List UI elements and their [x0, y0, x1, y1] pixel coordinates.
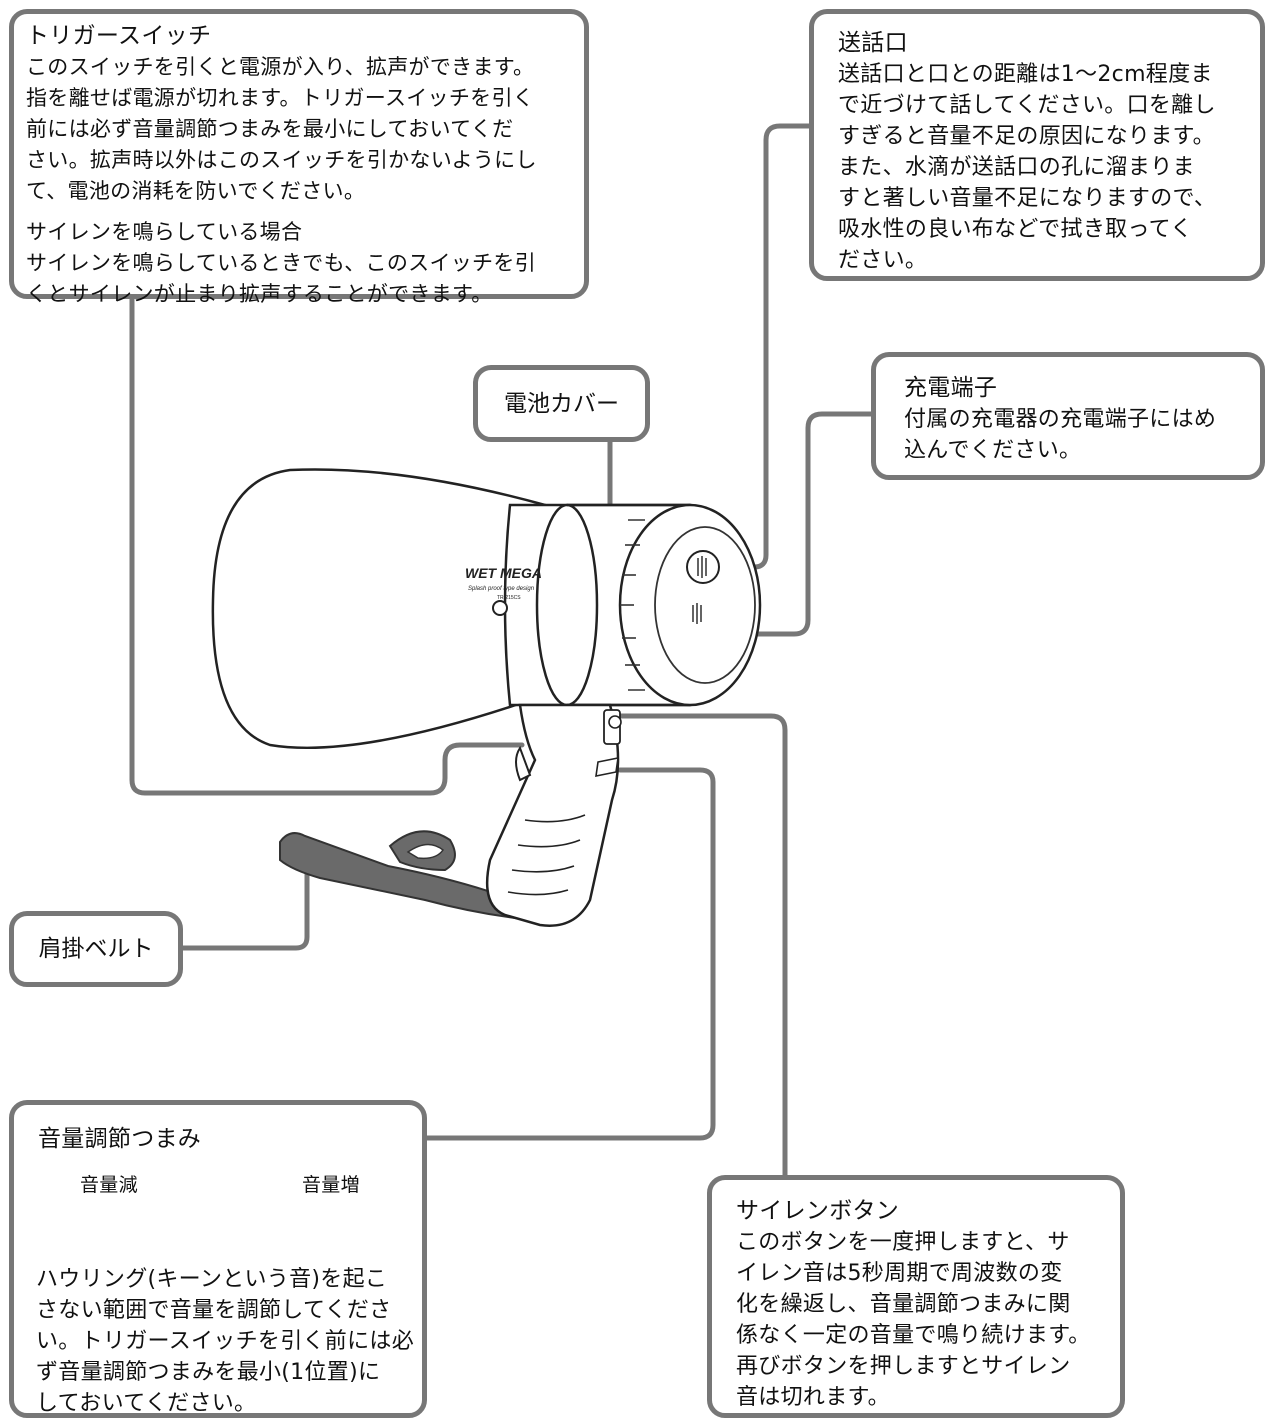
shoulder-belt-strap [279, 830, 518, 920]
pistol-grip [485, 703, 622, 927]
volume-knob-title: 音量調節つまみ [38, 1126, 202, 1152]
trigger-title: トリガースイッチ [26, 23, 212, 49]
leader-shoulder-belt [177, 857, 310, 951]
volume-knob-text: ハウリング(キーンという音)を起こ さない範囲で音量を調節してくださ い。トリガ… [36, 1264, 414, 1419]
charging-terminal-title: 充電端子 [904, 375, 998, 401]
horn [211, 468, 547, 750]
siren-button-line: 係なく一定の音量で鳴り続けます。 [736, 1323, 1091, 1348]
mouthpiece-text: 送話口 送話口と口との距離は1～2cm程度ま で近づけて話してください。口を離し… [838, 28, 1216, 276]
siren-button-line: 音は切れます。 [736, 1385, 890, 1410]
trigger-line: 前には必ず音量調節つまみを最小にしておいてくだ [26, 117, 514, 141]
trigger-siren-line: くとサイレンが止まり拡声することができます。 [26, 282, 493, 306]
callout-shoulder-belt [9, 911, 183, 987]
siren-button-line: 化を繰返し、音量調節つまみに関 [736, 1292, 1071, 1317]
mouthpiece-line: すぎると音量不足の原因になります。 [838, 124, 1215, 149]
charging-terminal-line: 付属の充電器の充電端子にはめ [904, 407, 1217, 432]
callout-trigger-switch [9, 9, 589, 299]
siren-button-line: このボタンを一度押しますと、サ [736, 1230, 1070, 1255]
callout-charging-terminal [871, 352, 1265, 480]
trigger-siren-line: サイレンを鳴らしているときでも、このスイッチを引 [26, 251, 536, 275]
mouthpiece-line: すと著しい音量不足になりますので、 [838, 186, 1217, 211]
siren-button-line: 再びボタンを押しますとサイレン [736, 1354, 1071, 1379]
siren-button-title: サイレンボタン [736, 1198, 900, 1224]
trigger-siren-title: サイレンを鳴らしている場合 [26, 220, 303, 244]
trigger-text: トリガースイッチ このスイッチを引くと電源が入り、拡声ができます。 指を離せば電… [26, 21, 537, 310]
charging-terminal-text: 充電端子 付属の充電器の充電端子にはめ 込んでください。 [904, 373, 1216, 466]
siren-button-text: サイレンボタン このボタンを一度押しますと、サ イレン音は5秒周期で周波数の変 … [736, 1196, 1091, 1413]
brand-model: TR-215CS [497, 595, 521, 601]
mouthpiece-line: ださい。 [838, 248, 928, 273]
callout-battery-cover [473, 365, 650, 442]
mouthpiece-line: 吸水性の良い布などで拭き取ってく [838, 217, 1193, 242]
volume-knob-line: ハウリング(キーンという音)を起こ [36, 1267, 388, 1292]
brand-logo: WET MEGA [465, 565, 542, 581]
mouthpiece-line: また、水滴が送話口の孔に溜まりま [838, 155, 1195, 180]
mouthpiece-title: 送話口 [838, 30, 908, 56]
trigger-line: このスイッチを引くと電源が入り、拡声ができます。 [26, 55, 535, 79]
leader-trigger [129, 295, 525, 796]
shoulder-belt-label: 肩掛ベルト [38, 936, 154, 962]
mouthpiece-line: で近づけて話してください。口を離し [838, 93, 1216, 118]
trigger-line: て、電池の消耗を防いでください。 [26, 179, 366, 203]
trigger-line: 指を離せば電源が切れます。トリガースイッチを引く [26, 86, 535, 110]
volume-knob-line: しておいてください。 [36, 1391, 257, 1416]
charging-terminal-line: 込んでください。 [904, 438, 1082, 463]
callout-volume-knob [9, 1100, 427, 1418]
volume-knob-line: い。トリガースイッチを引く前には必 [36, 1329, 415, 1354]
trigger-line: さい。拡声時以外はこのスイッチを引かないようにし [26, 148, 537, 172]
volume-decrease-label: 音量減 [80, 1174, 138, 1196]
siren-button-line: イレン音は5秒周期で周波数の変 [736, 1261, 1063, 1286]
volume-knob-line: さない範囲で音量を調節してくださ [36, 1298, 392, 1323]
leader-siren-button [617, 713, 788, 1180]
volume-increase-label: 音量増 [302, 1174, 360, 1196]
volume-knob-line: ず音量調節つまみを最小(1位置)に [36, 1360, 381, 1385]
callout-mouthpiece [809, 9, 1265, 281]
brand-tagline: Splash proof type design [468, 586, 535, 592]
leader-volume-knob [422, 767, 716, 1141]
mouthpiece-line: 送話口と口との距離は1～2cm程度ま [838, 62, 1213, 87]
leader-mouthpiece [709, 123, 816, 570]
callout-siren-button [707, 1175, 1125, 1418]
battery-cover-label: 電池カバー [504, 391, 619, 417]
body [492, 503, 762, 707]
